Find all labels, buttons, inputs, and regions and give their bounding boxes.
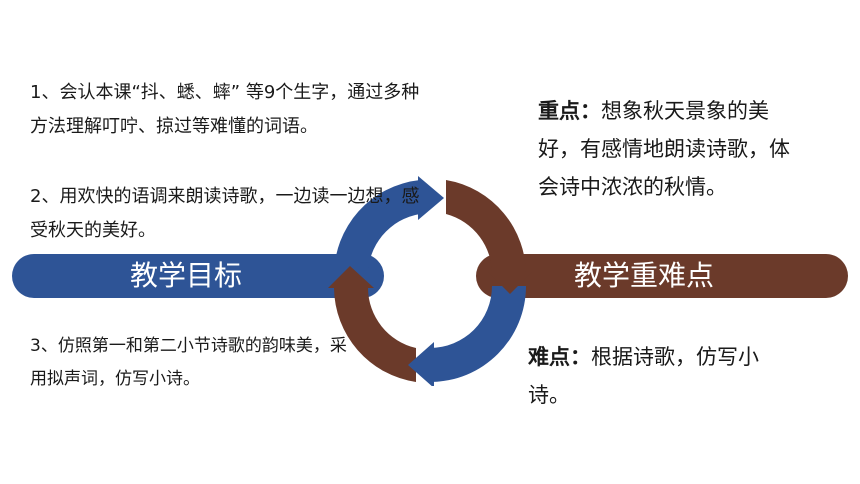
- difficult-point: 难点：根据诗歌，仿写小诗。: [528, 338, 798, 414]
- goal-2-text: 2、用欢快的语调来朗读诗歌，一边读一边想，感受秋天的美好。: [30, 186, 420, 241]
- key-difficult-band-label: 教学重难点: [574, 259, 715, 292]
- goal-1-text: 1、会认本课“抖、蟋、蟀” 等9个生字，通过多种方法理解叮咛、掠过等难懂的词语。: [30, 82, 420, 137]
- goal-3-text: 3、仿照第一和第二小节诗歌的韵味美，采用拟声词，仿写小诗。: [30, 336, 347, 389]
- key-point-title: 重点：: [538, 99, 601, 123]
- difficult-point-title: 难点：: [528, 345, 591, 369]
- cycle-arrows-icon: [328, 176, 532, 386]
- difficult-point-text: 根据诗歌，仿写小诗。: [528, 345, 759, 407]
- key-point: 重点：想象秋天景象的美好，有感情地朗读诗歌，体会诗中浓浓的秋情。: [538, 92, 808, 206]
- goal-band-label: 教学目标: [130, 259, 243, 292]
- key-difficult-band: 教学重难点: [476, 254, 848, 298]
- goal-band: 教学目标: [12, 254, 384, 298]
- key-point-text: 想象秋天景象的美好，有感情地朗读诗歌，体会诗中浓浓的秋情。: [538, 99, 790, 199]
